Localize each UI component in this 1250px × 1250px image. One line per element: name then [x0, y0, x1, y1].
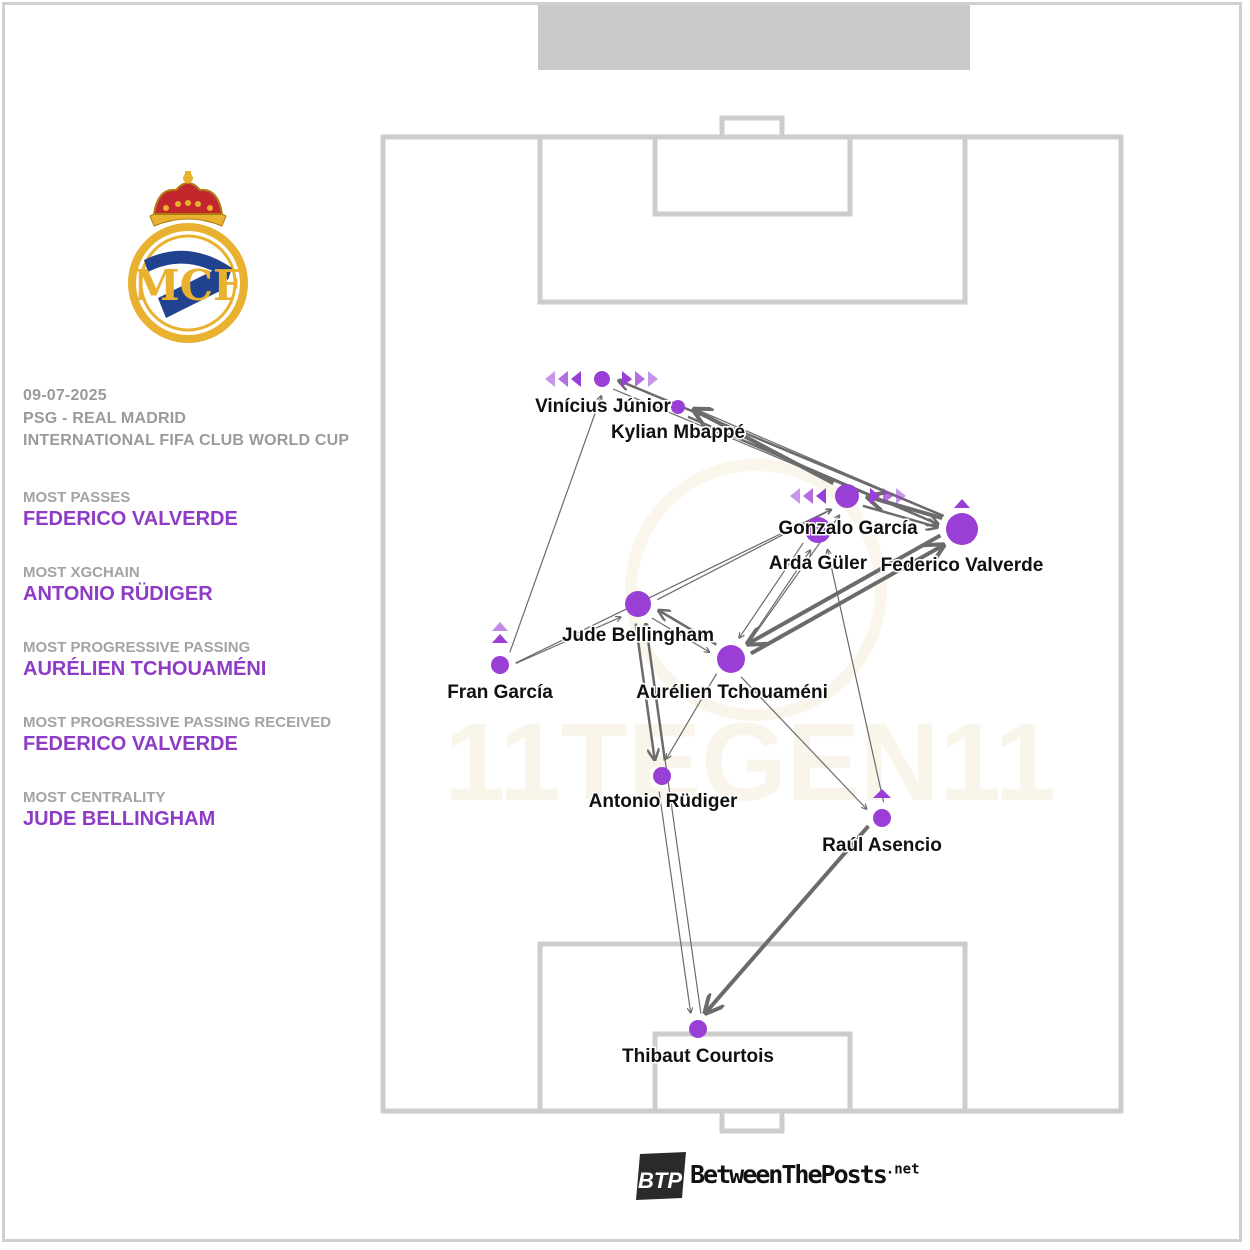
pass-edges: [509, 381, 944, 1014]
player-node-bellingham: [625, 591, 651, 617]
pass-edge-asencio-guler: [827, 549, 885, 803]
stat-label-most-progressive-passing: MOST PROGRESSIVE PASSING: [23, 638, 251, 656]
pass-edge-rudiger-courtois: [658, 791, 690, 1013]
pitch-lines: [380, 115, 1124, 1134]
player-node-fran: [491, 656, 509, 674]
title-bar: [538, 5, 970, 70]
player-node-courtois: [689, 1020, 707, 1038]
pass-edge-gonzalo-valverde: [862, 504, 938, 527]
player-label-bellingham: Jude Bellingham: [562, 625, 714, 646]
pitch-outline: [380, 134, 1124, 1114]
bottom-penalty-box: [537, 941, 968, 1114]
pass-edge-courtois-bellingham: [646, 624, 702, 1014]
player-label-courtois: Thibaut Courtois: [622, 1046, 774, 1067]
stat-label-most-centrality: MOST CENTRALITY: [23, 788, 166, 806]
stat-value-most-progressive-received: FEDERICO VALVERDE: [23, 732, 238, 755]
player-label-tchouameni: Aurélien Tchouaméni: [636, 682, 828, 703]
stat-label-most-progressive-received: MOST PROGRESSIVE PASSING RECEIVED: [23, 713, 332, 731]
brand-mark-text: BTP: [638, 1168, 682, 1193]
player-label-vinicius: Vinícius Júnior: [535, 396, 671, 417]
real-madrid-crest-icon: MCF: [128, 171, 248, 343]
pass-edge-bellingham-gonzalo: [656, 510, 831, 601]
player-node-rudiger: [653, 767, 671, 785]
stat-value-most-centrality: JUDE BELLINGHAM: [23, 807, 216, 830]
match-date: 09-07-2025: [23, 387, 107, 404]
progression-markers: [492, 371, 970, 798]
pass-edge-guler-tchouameni: [739, 542, 804, 638]
top-goal: [719, 115, 785, 140]
player-label-rudiger: Antonio Rüdiger: [589, 791, 738, 812]
pass-edge-tchouameni-guler: [745, 550, 810, 646]
stat-label-most-xgchain: MOST XGCHAIN: [23, 563, 140, 581]
player-label-gonzalo: Gonzalo García: [778, 518, 918, 539]
player-node-guler: [805, 517, 831, 543]
player-label-guler: Arda Güler: [769, 553, 868, 574]
player-label-fran: Fran García: [447, 682, 553, 703]
pass-edge-asencio-courtois: [705, 824, 870, 1013]
watermark-logo: 11TEGEN11: [444, 459, 1056, 824]
svg-text:11TEGEN11: 11TEGEN11: [444, 701, 1056, 824]
stat-value-most-passes: FEDERICO VALVERDE: [23, 507, 238, 530]
match-competition: INTERNATIONAL FIFA CLUB WORLD CUP: [23, 432, 350, 449]
pass-edge-tchouameni-valverde: [749, 545, 944, 656]
crown-icon: [149, 171, 227, 227]
player-node-valverde: [946, 513, 978, 545]
pass-edge-tchouameni-asencio: [740, 676, 867, 809]
player-label-mbappe: Kylian Mbappé: [611, 422, 745, 443]
stat-value-most-progressive-passing: AURÉLIEN TCHOUAMÉNI: [23, 657, 267, 680]
brand-name: BetweenThePosts: [690, 1160, 888, 1189]
brand-suffix: .net: [885, 1161, 920, 1178]
pass-edge-bellingham-tchouameni: [651, 617, 710, 652]
pass-edge-fran-bellingham: [515, 617, 621, 665]
betweentheposts-logo-icon: BTP: [636, 1152, 686, 1200]
pass-edge-fran-vinicius: [509, 396, 602, 653]
player-node-vinicius: [594, 371, 610, 387]
pass-edge-valverde-tchouameni: [748, 533, 942, 643]
pass-edge-fran-gonzalo: [515, 509, 832, 664]
stat-label-most-passes: MOST PASSES: [23, 488, 131, 506]
player-node-asencio: [873, 809, 891, 827]
player-node-gonzalo: [835, 484, 859, 508]
bottom-goal: [719, 1108, 785, 1134]
pass-edge-tchouameni-bellingham: [659, 610, 717, 646]
brand-wordmark: BetweenThePosts.net: [690, 1160, 920, 1189]
match-fixture: PSG - REAL MADRID: [23, 409, 187, 427]
player-nodes: [491, 371, 978, 1038]
pass-edge-tchouameni-rudiger: [666, 673, 718, 759]
pass-edge-bellingham-rudiger: [634, 623, 655, 760]
player-label-valverde: Federico Valverde: [881, 555, 1044, 576]
top-penalty-box: [537, 134, 968, 305]
player-label-asencio: Raúl Asencio: [822, 835, 942, 856]
stat-value-most-xgchain: ANTONIO RÜDIGER: [23, 582, 213, 605]
pass-edge-mbappe-valverde: [687, 415, 938, 524]
player-node-mbappe: [671, 400, 685, 414]
player-node-tchouameni: [717, 645, 745, 673]
crest-letters: MCF: [133, 261, 243, 310]
top-six-yard-box: [652, 134, 853, 217]
side-info-panel: 09-07-2025 PSG - REAL MADRID INTERNATION…: [23, 385, 383, 831]
